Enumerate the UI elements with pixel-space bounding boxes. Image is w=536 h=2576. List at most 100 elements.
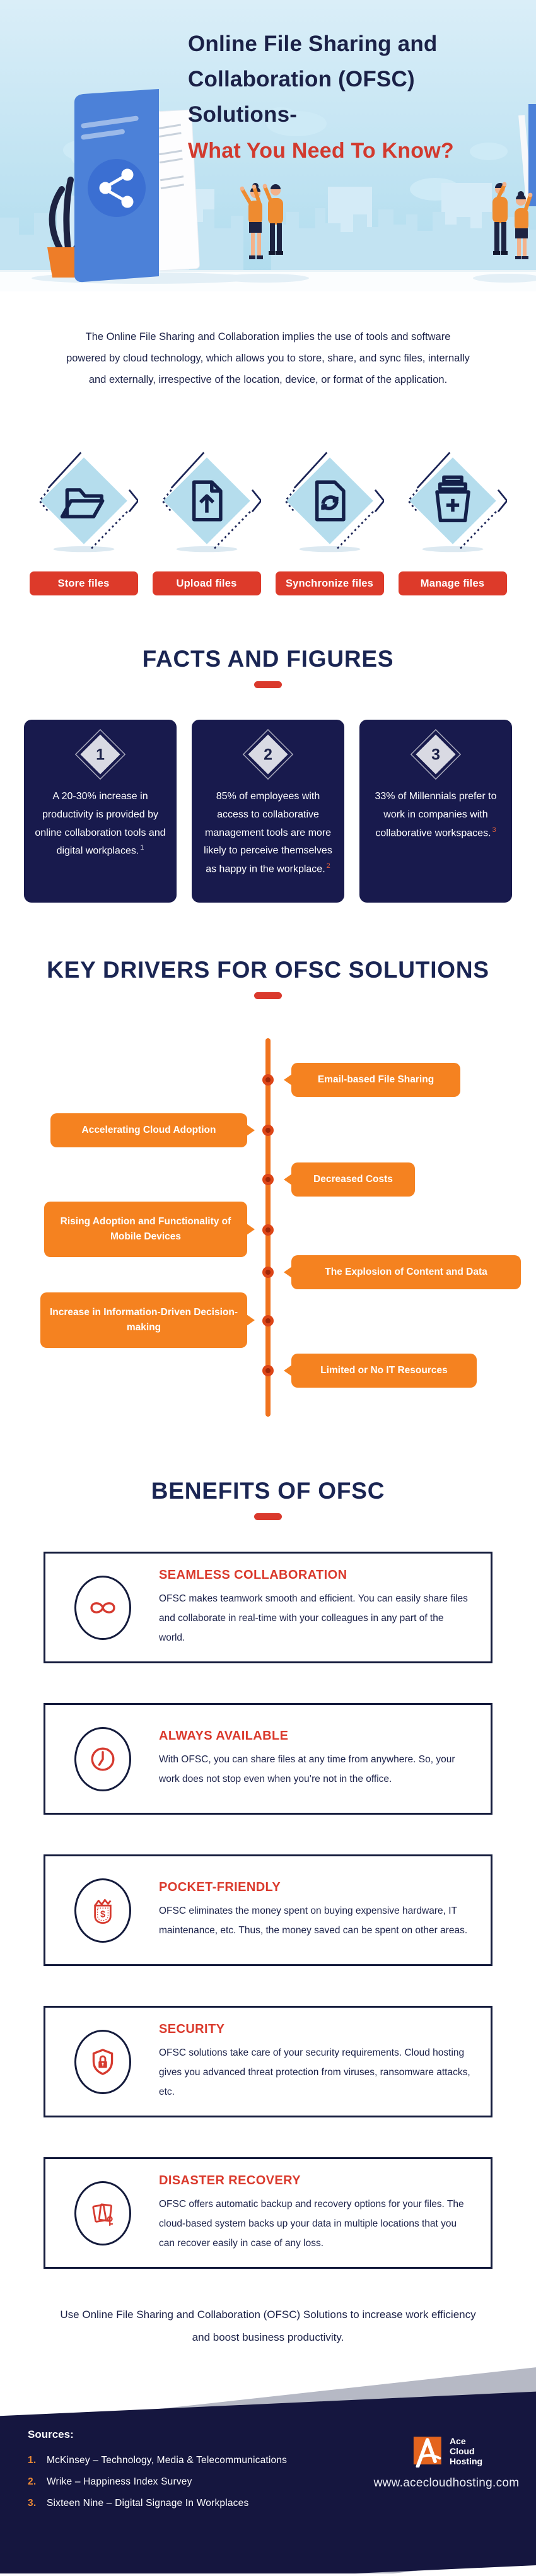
people-left-art	[240, 183, 283, 259]
benefit-text: OFSC eliminates the money spent on buyin…	[159, 1906, 468, 1936]
facts-heading: FACTS AND FIGURES	[142, 646, 394, 672]
benefits-section: BENEFITS OF OFSC SEAMLESS COLLABORATION …	[0, 1417, 536, 2269]
page-title-line: Solutions-	[188, 102, 298, 127]
benefit-card-security: SECURITY OFSC solutions take care of you…	[44, 2006, 492, 2117]
share-icon	[99, 168, 134, 208]
driver-content-data-explosion: The Explosion of Content and Data	[284, 1255, 521, 1289]
driver-cloud-adoption: Accelerating Cloud Adoption	[50, 1113, 255, 1147]
timeline-dot	[262, 1267, 274, 1278]
feature-manage-files	[399, 447, 507, 555]
source-number: 1.	[28, 2455, 37, 2466]
heading-underline	[254, 681, 282, 688]
open-folder-icon	[38, 452, 138, 553]
driver-email-file-sharing: Email-based File Sharing	[284, 1063, 460, 1097]
source-item-1: 1. McKinsey – Technology, Media & Teleco…	[28, 2455, 287, 2466]
svg-text:$: $	[100, 1909, 105, 1919]
svg-text:2: 2	[264, 747, 272, 764]
source-number: 2.	[28, 2476, 37, 2488]
benefit-text: OFSC makes teamwork smooth and efficient…	[159, 1593, 468, 1643]
timeline-dot	[262, 1315, 274, 1326]
infinity-icon	[74, 1575, 131, 1640]
source-text: Wrike – Happiness Index Survey	[47, 2476, 192, 2488]
folder-art	[74, 89, 200, 283]
benefit-title: SECURITY	[159, 2022, 225, 2036]
source-text: McKinsey – Technology, Media & Telecommu…	[47, 2455, 288, 2466]
timeline-dot	[262, 1174, 274, 1185]
fact-citation: 1	[140, 844, 144, 852]
driver-mobile-devices: Rising Adoption and Functionality of Mob…	[44, 1202, 255, 1257]
benefit-card-pocket-friendly: $ POCKET-FRIENDLY OFSC eliminates the mo…	[44, 1854, 492, 1966]
brand-block: Ace Cloud Hosting www.acecloudhosting.co…	[371, 2435, 522, 2490]
file-sync-icon	[284, 452, 384, 553]
money-pocket-icon: $	[74, 1878, 131, 1943]
website-link[interactable]: www.acecloudhosting.com	[373, 2476, 520, 2490]
svg-text:3: 3	[431, 747, 440, 764]
fact-text: 33% of Millennials prefer to work in com…	[375, 791, 497, 838]
drivers-heading: KEY DRIVERS FOR OFSC SOLUTIONS	[47, 957, 489, 983]
archive-add-icon	[407, 452, 507, 553]
intro-text: The Online File Sharing and Collaboratio…	[66, 331, 470, 385]
fact-text: 85% of employees with access to collabor…	[204, 791, 332, 875]
intro-section: The Online File Sharing and Collaboratio…	[0, 291, 536, 419]
diamond-number-badge: 2	[242, 729, 294, 780]
benefit-title: DISASTER RECOVERY	[159, 2173, 301, 2187]
feature-upload-files	[153, 447, 261, 555]
fact-citation: 3	[492, 826, 496, 834]
benefit-card-always-available: ALWAYS AVAILABLE With OFSC, you can shar…	[44, 1703, 492, 1815]
page-title-line: Online File Sharing and	[188, 32, 438, 56]
document-backup-icon	[74, 2181, 131, 2245]
footer-section: Sources: 1. McKinsey – Technology, Media…	[0, 2358, 536, 2574]
sources-label: Sources:	[28, 2428, 74, 2441]
feature-label-manage-files: Manage files	[398, 571, 507, 595]
sources-block: Sources: 1. McKinsey – Technology, Media…	[28, 2428, 287, 2519]
people-right-art	[492, 104, 536, 259]
driver-information-decision-making: Increase in Information-Driven Decision-…	[40, 1292, 255, 1348]
features-section: Store files Upload files Synchronize fil…	[0, 419, 536, 595]
benefit-card-disaster-recovery: DISASTER RECOVERY OFSC offers automatic …	[44, 2157, 492, 2269]
diamond-number-badge: 1	[74, 729, 126, 780]
timeline-dot	[262, 1125, 274, 1136]
timeline-dot	[262, 1224, 274, 1236]
closing-section: Use Online File Sharing and Collaboratio…	[0, 2304, 536, 2348]
brand-name: Ace Cloud Hosting	[449, 2436, 483, 2467]
file-upload-icon	[161, 452, 261, 553]
diamond-number-badge: 3	[410, 729, 462, 780]
closing-text: Use Online File Sharing and Collaboratio…	[60, 2309, 476, 2343]
ace-logo-icon	[413, 2437, 441, 2468]
drivers-timeline: Email-based File Sharing Accelerating Cl…	[0, 1038, 536, 1417]
feature-synchronize-files	[276, 447, 384, 555]
source-number: 3.	[28, 2498, 37, 2509]
page-title-line: Collaboration (OFSC)	[188, 67, 415, 91]
feature-label-synchronize-files: Synchronize files	[275, 571, 384, 595]
fact-card-1: 1 A 20-30% increase in productivity is p…	[24, 720, 177, 903]
benefit-title: POCKET-FRIENDLY	[159, 1880, 281, 1894]
benefit-title: ALWAYS AVAILABLE	[159, 1729, 289, 1743]
clock-icon	[74, 1726, 131, 1791]
source-item-3: 3. Sixteen Nine – Digital Signage In Wor…	[28, 2498, 287, 2509]
svg-text:1: 1	[96, 747, 105, 764]
driver-decreased-costs: Decreased Costs	[284, 1162, 415, 1197]
feature-label-upload-files: Upload files	[152, 571, 261, 595]
hero-illustration	[0, 0, 536, 291]
fact-card-3: 3 33% of Millennials prefer to work in c…	[359, 720, 512, 903]
page-title: Online File Sharing and Collaboration (O…	[188, 26, 454, 132]
fact-citation: 2	[326, 862, 330, 870]
fact-card-2: 2 85% of employees with access to collab…	[192, 720, 344, 903]
hero-section: Online File Sharing and Collaboration (O…	[0, 0, 536, 291]
feature-store-files	[30, 447, 138, 555]
benefit-text: With OFSC, you can share files at any ti…	[159, 1754, 455, 1784]
page-subtitle: What You Need To Know?	[188, 139, 454, 163]
heading-underline	[254, 992, 282, 999]
benefit-text: OFSC offers automatic backup and recover…	[159, 2198, 464, 2249]
benefit-text: OFSC solutions take care of your securit…	[159, 2047, 470, 2097]
source-text: Sixteen Nine – Digital Signage In Workpl…	[47, 2498, 249, 2509]
fact-text: A 20-30% increase in productivity is pro…	[35, 791, 166, 857]
feature-label-store-files: Store files	[29, 571, 138, 595]
shield-lock-icon	[74, 2029, 131, 2094]
drivers-section: KEY DRIVERS FOR OFSC SOLUTIONS Email-bas…	[0, 903, 536, 1417]
timeline-dot	[262, 1074, 274, 1086]
heading-underline	[254, 1513, 282, 1520]
source-item-2: 2. Wrike – Happiness Index Survey	[28, 2476, 287, 2488]
facts-section: FACTS AND FIGURES 1 A 20-30% increase in…	[0, 595, 536, 903]
